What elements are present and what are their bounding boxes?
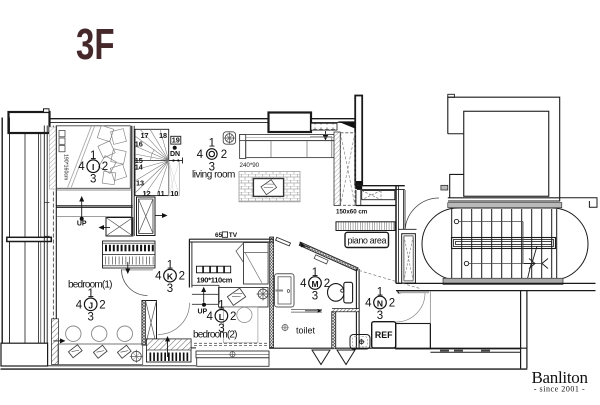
svg-text:TV: TV [229,232,238,239]
svg-text:1: 1 [312,267,318,279]
svg-text:piano area: piano area [348,236,387,246]
svg-text:2: 2 [324,278,330,290]
svg-text:1: 1 [167,259,173,271]
svg-text:- since 2001 -: - since 2001 - [534,385,585,394]
svg-text:UP: UP [198,309,208,316]
svg-text:4: 4 [300,278,307,290]
svg-text:1: 1 [377,286,383,298]
svg-text:15: 15 [135,156,143,165]
svg-text:2: 2 [179,271,185,283]
svg-text:DN: DN [170,151,180,158]
svg-text:4: 4 [206,311,213,323]
svg-text:4: 4 [365,298,372,310]
svg-text:J: J [88,300,93,310]
svg-text:190*110cm: 190*110cm [197,276,233,285]
svg-text:3F: 3F [76,21,115,70]
svg-text:REF: REF [375,330,393,340]
svg-text:12: 12 [143,189,151,198]
svg-text:N: N [377,299,383,309]
svg-text:3: 3 [312,290,318,302]
svg-text:14: 14 [135,163,144,172]
svg-text:K: K [167,272,174,282]
svg-text:1: 1 [209,138,215,150]
svg-text:living room: living room [192,169,235,180]
svg-text:2: 2 [221,149,227,161]
svg-text:3: 3 [377,310,383,322]
svg-text:18: 18 [159,131,167,140]
svg-text:L: L [219,312,224,322]
svg-text:13: 13 [136,179,144,188]
svg-text:10: 10 [170,189,178,198]
svg-text:2: 2 [102,161,108,173]
svg-text:toilet: toilet [296,326,316,336]
svg-text:4: 4 [78,161,85,173]
svg-text:1: 1 [90,150,96,162]
svg-text:Banliton: Banliton [532,368,589,387]
svg-text:3: 3 [167,283,173,295]
svg-text:4: 4 [197,149,204,161]
svg-text:3: 3 [218,323,224,335]
svg-text:19: 19 [172,136,180,145]
svg-text:2: 2 [99,299,105,311]
svg-text:3: 3 [87,312,93,324]
svg-text:2: 2 [230,311,236,323]
svg-text:3: 3 [90,174,96,186]
svg-text:UP: UP [77,221,87,228]
svg-text:bedroom(2): bedroom(2) [193,329,237,340]
svg-text:3: 3 [209,162,215,174]
svg-text:11: 11 [157,189,165,198]
svg-text:I: I [92,162,94,172]
svg-text:1: 1 [218,300,224,312]
svg-text:bedroom(1): bedroom(1) [68,279,112,290]
svg-text:1: 1 [87,288,93,300]
svg-text:M: M [311,279,318,289]
svg-text:2: 2 [389,298,395,310]
svg-text:17: 17 [140,131,148,140]
svg-text:190*160cm: 190*160cm [62,154,68,180]
svg-text:65: 65 [215,232,223,239]
svg-text:240*90: 240*90 [240,162,260,169]
svg-text:4: 4 [76,299,83,311]
svg-text:150x60 cm: 150x60 cm [336,209,368,216]
svg-text:16: 16 [135,140,143,149]
svg-text:4: 4 [155,271,162,283]
